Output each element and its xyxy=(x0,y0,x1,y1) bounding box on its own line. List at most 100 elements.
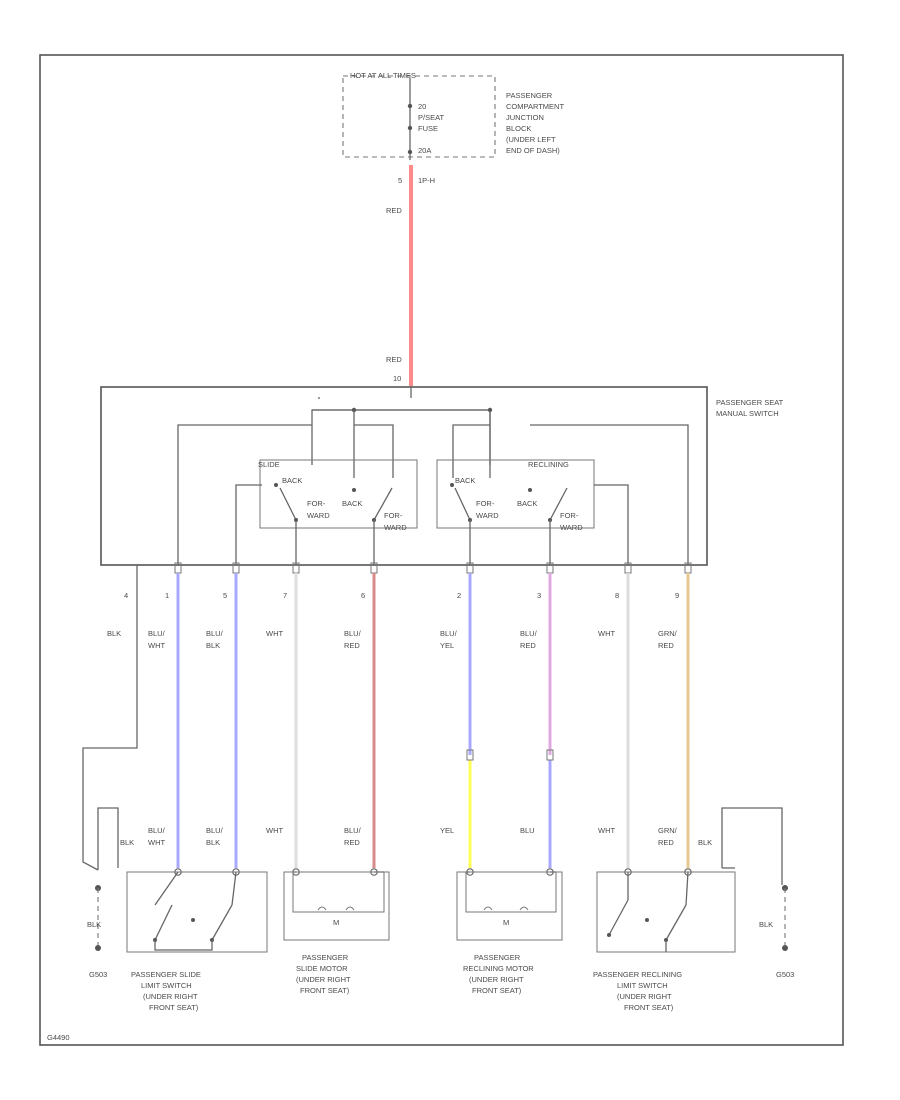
fuse-rating: 20A xyxy=(418,146,431,155)
wire-lower-label-2: BLK xyxy=(206,838,220,847)
wire-lower-label-1: BLU/ xyxy=(206,826,224,835)
wire-pin-number: 4 xyxy=(124,591,128,600)
slide-motor-label-4: FRONT SEAT) xyxy=(300,986,350,995)
slide-limit-label-4: FRONT SEAT) xyxy=(149,1003,199,1012)
hot-at-all-times-label: HOT AT ALL TIMES xyxy=(350,71,416,80)
wire-layer: 4BLK1BLU/WHTBLU/WHT5BLU/BLKBLU/BLK7WHTWH… xyxy=(107,562,735,906)
wire-lower-label-2: RED xyxy=(658,838,674,847)
junction-block-label-6: END OF DASH) xyxy=(506,146,560,155)
wire-pin-number: 9 xyxy=(675,591,679,600)
right-ground-top-label: BLK xyxy=(698,838,712,847)
recline-back-label: BACK xyxy=(455,476,475,485)
wire-upper-label-1: BLU/ xyxy=(440,629,458,638)
wire-upper-label-2: RED xyxy=(344,641,360,650)
manual-switch-outline xyxy=(100,386,708,566)
wire-upper-label-1: BLU/ xyxy=(520,629,538,638)
recline-limit-label-3: (UNDER RIGHT xyxy=(617,992,672,1001)
reclining-motor-symbol: M xyxy=(503,918,509,927)
left-ground-path: BLK G503 BLK xyxy=(82,578,138,979)
wire-upper-label-1: WHT xyxy=(266,629,283,638)
recline-switch-outline xyxy=(436,459,595,529)
reclining-motor-label-1: PASSENGER xyxy=(474,953,521,962)
slide-limit-switch: PASSENGER SLIDE LIMIT SWITCH (UNDER RIGH… xyxy=(126,871,268,1012)
slide-limit-label-2: LIMIT SWITCH xyxy=(141,981,192,990)
wire-lower-label-1: BLU/ xyxy=(148,826,166,835)
wire-upper-label-1: WHT xyxy=(598,629,615,638)
junction-block-label-2: COMPARTMENT xyxy=(506,102,564,111)
wire-upper-label-2: YEL xyxy=(440,641,454,650)
feed-wire-label-bottom: RED xyxy=(386,355,402,364)
fuse-number: 20 xyxy=(418,102,426,111)
left-ground-id: G503 xyxy=(89,970,107,979)
diagram-frame xyxy=(39,54,844,1046)
wire-lower-label-1: WHT xyxy=(598,826,615,835)
wire-upper-label-1: BLU/ xyxy=(148,629,166,638)
footer-code: G4490 xyxy=(47,1033,70,1042)
component-link xyxy=(154,871,179,906)
wire-pin-number: 3 xyxy=(537,591,541,600)
recline-switch-title: RECLINING xyxy=(528,460,569,469)
slide-back2-label: BACK xyxy=(342,499,362,508)
slide-motor-label-1: PASSENGER xyxy=(302,953,349,962)
manual-switch: PASSENGER SEAT MANUAL SWITCH SLIDE BACK … xyxy=(100,386,784,578)
connector-id: 1P-H xyxy=(418,176,435,185)
feed-wire-label-top: RED xyxy=(386,206,402,215)
left-ground-top-label: BLK xyxy=(120,838,134,847)
recline-forward-label-2: WARD xyxy=(476,511,499,520)
wire-lower-label-1: WHT xyxy=(266,826,283,835)
wire-upper-label-1: BLK xyxy=(107,629,121,638)
component-link xyxy=(231,871,237,906)
wire-lower-label-1: BLU xyxy=(520,826,535,835)
inline-connector xyxy=(546,749,554,761)
wire-upper-label-2: BLK xyxy=(206,641,220,650)
wire-upper-label-1: BLU/ xyxy=(206,629,224,638)
wire-lower-label-2: RED xyxy=(344,838,360,847)
slide-forward-label-2: WARD xyxy=(307,511,330,520)
wire-lower-label-1: GRN/ xyxy=(658,826,678,835)
connector-pin: 5 xyxy=(398,176,402,185)
recline-limit-label-2: LIMIT SWITCH xyxy=(617,981,668,990)
wire-upper-label-1: GRN/ xyxy=(658,629,678,638)
slide-limit-label-1: PASSENGER SLIDE xyxy=(131,970,201,979)
component-link xyxy=(685,871,689,906)
slide-limit-label-3: (UNDER RIGHT xyxy=(143,992,198,1001)
junction-block-outline xyxy=(342,75,496,158)
junction-block-label-1: PASSENGER xyxy=(506,91,553,100)
recline-forward-label-1: FOR- xyxy=(476,499,495,508)
wire-lower-label-1: BLU/ xyxy=(344,826,362,835)
junction-block-label-5: (UNDER LEFT xyxy=(506,135,556,144)
wire-upper-label-2: RED xyxy=(520,641,536,650)
reclining-motor-label-3: (UNDER RIGHT xyxy=(469,975,524,984)
reclining-motor: M PASSENGER RECLINING MOTOR (UNDER RIGHT… xyxy=(456,871,563,995)
recline-forward-right-2: WARD xyxy=(560,523,583,532)
junction-block-label-3: JUNCTION xyxy=(506,113,544,122)
fuse-name-1: P/SEAT xyxy=(418,113,445,122)
switch-feed-pin: 10 xyxy=(393,374,401,383)
junction-block-label-4: BLOCK xyxy=(506,124,531,133)
wire-pin-number: 6 xyxy=(361,591,365,600)
inline-connector xyxy=(466,749,474,761)
slide-switch-title: SLIDE xyxy=(258,460,280,469)
wire-pin-number: 2 xyxy=(457,591,461,600)
left-ground-wire-label: BLK xyxy=(87,920,101,929)
right-ground-id: G503 xyxy=(776,970,794,979)
manual-switch-label-2: MANUAL SWITCH xyxy=(716,409,779,418)
wire-upper-label-2: WHT xyxy=(148,641,165,650)
recline-limit-label-4: FRONT SEAT) xyxy=(624,1003,674,1012)
right-ground-wire-label: BLK xyxy=(759,920,773,929)
slide-motor-label-2: SLIDE MOTOR xyxy=(296,964,348,973)
reclining-motor-label-2: RECLINING MOTOR xyxy=(463,964,534,973)
right-ground-path: BLK G503 BLK xyxy=(698,807,794,979)
wire-lower-label-1: YEL xyxy=(440,826,454,835)
wire-lower-label-2: WHT xyxy=(148,838,165,847)
